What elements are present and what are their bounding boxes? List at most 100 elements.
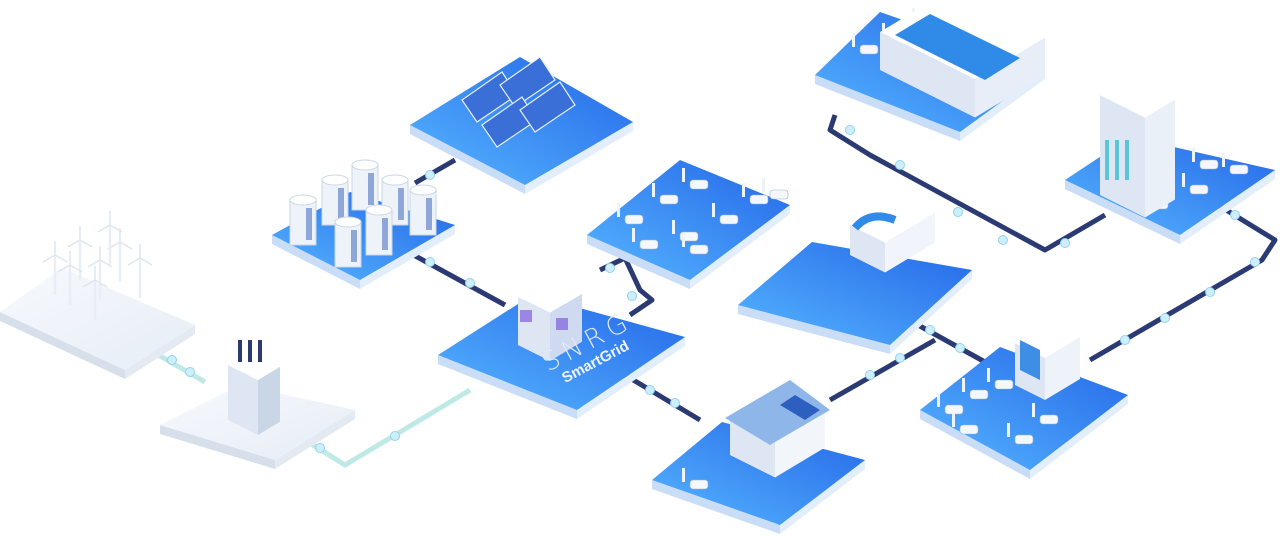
platform-side [525, 122, 633, 194]
ev-car-icon [987, 368, 1014, 390]
ev-car-icon [682, 233, 709, 255]
platform-side [815, 75, 960, 141]
battery-body [289, 199, 317, 246]
wind-turbine-icon [127, 244, 153, 298]
ev-car-icon [852, 33, 879, 55]
ev-car-icon [742, 183, 769, 205]
charger-icon [762, 178, 765, 192]
wind-turbine-icon [97, 211, 123, 265]
platform-objects [42, 0, 1249, 490]
wind-turbine-icon [82, 266, 108, 320]
connector-bead [865, 370, 875, 380]
ev-car-icon [632, 228, 659, 250]
connector-bead [955, 343, 965, 353]
ev-car-icon [1007, 423, 1034, 445]
blade [99, 259, 113, 268]
blade [87, 259, 101, 268]
car-body [1229, 164, 1249, 175]
connector-bead [425, 257, 435, 267]
connector-bead [1120, 335, 1130, 345]
charger-icon [987, 368, 990, 382]
connector-bead [645, 385, 655, 395]
battery-top [409, 184, 437, 196]
ev-car-icon [682, 468, 709, 490]
car-body [689, 179, 709, 190]
battery-body [365, 209, 393, 256]
battery-icon [334, 216, 362, 268]
solar-panel-icon [519, 81, 576, 133]
window-stripe [1125, 140, 1129, 180]
platform-side [0, 312, 125, 379]
side [850, 225, 885, 273]
platform-side [1065, 180, 1180, 244]
battery-top [351, 159, 379, 171]
car-body [959, 424, 979, 435]
wind-turbine-icon [67, 226, 93, 280]
factory-roof-panels [895, 14, 1020, 80]
battery-level [426, 198, 432, 230]
connector-bead [1160, 313, 1170, 323]
car-body [1014, 434, 1034, 445]
charger-icon [952, 413, 955, 427]
car-body [769, 189, 789, 200]
charger-icon [672, 220, 675, 234]
charger-icon [852, 33, 855, 47]
blade [109, 224, 123, 233]
battery-level [306, 208, 312, 240]
platform-side [1180, 170, 1275, 244]
blade [42, 254, 56, 263]
side [1100, 95, 1145, 218]
battery-icon [365, 204, 393, 256]
side [228, 365, 258, 435]
roof [518, 277, 582, 313]
blade [67, 239, 81, 248]
connector-bead [315, 443, 325, 453]
connector-bead [998, 235, 1008, 245]
blade [94, 279, 108, 288]
office-tower-icon [1100, 77, 1175, 218]
battery-level [351, 230, 357, 262]
platform-side [920, 410, 1030, 479]
house-roof [725, 380, 830, 445]
platform-side [577, 337, 685, 419]
wind-turbine-icon [107, 228, 133, 282]
charger-icon [962, 378, 965, 392]
wind-farm-platform [0, 268, 195, 379]
ev-car-icon [1222, 153, 1249, 175]
battery-platform [272, 192, 455, 289]
car-body [1199, 159, 1219, 170]
car-body [969, 389, 989, 400]
platform-side [272, 235, 360, 289]
car-body [639, 239, 659, 250]
connection-line [413, 157, 457, 186]
side [258, 366, 280, 435]
charger-icon [712, 203, 715, 217]
side [730, 415, 775, 478]
ev-car-icon [952, 413, 979, 435]
platform-side [360, 225, 455, 289]
connector-bead [1250, 257, 1260, 267]
platform-top [0, 268, 195, 370]
connector-bead [925, 325, 935, 335]
house-solar-panel [780, 395, 820, 420]
battery-level [382, 218, 388, 250]
connector-bead [425, 170, 435, 180]
ev-car-icon [1032, 403, 1059, 425]
connector-bead [167, 355, 177, 365]
battery-top [321, 174, 349, 186]
car-body [719, 214, 739, 225]
bushing [238, 340, 242, 362]
parking-platform [587, 160, 790, 289]
charger-icon [1007, 423, 1010, 437]
charger-icon [1192, 148, 1195, 162]
ev-car-icon [1192, 148, 1219, 170]
transformer-icon [228, 351, 280, 435]
connector-bead [1230, 210, 1240, 220]
connection-line [828, 337, 937, 403]
platforms [0, 12, 1275, 534]
wind-turbine-icon [57, 251, 83, 305]
ev-car-icon [712, 203, 739, 225]
platform-side [690, 205, 790, 289]
cube-facet [520, 310, 532, 322]
connector-bead [845, 125, 855, 135]
